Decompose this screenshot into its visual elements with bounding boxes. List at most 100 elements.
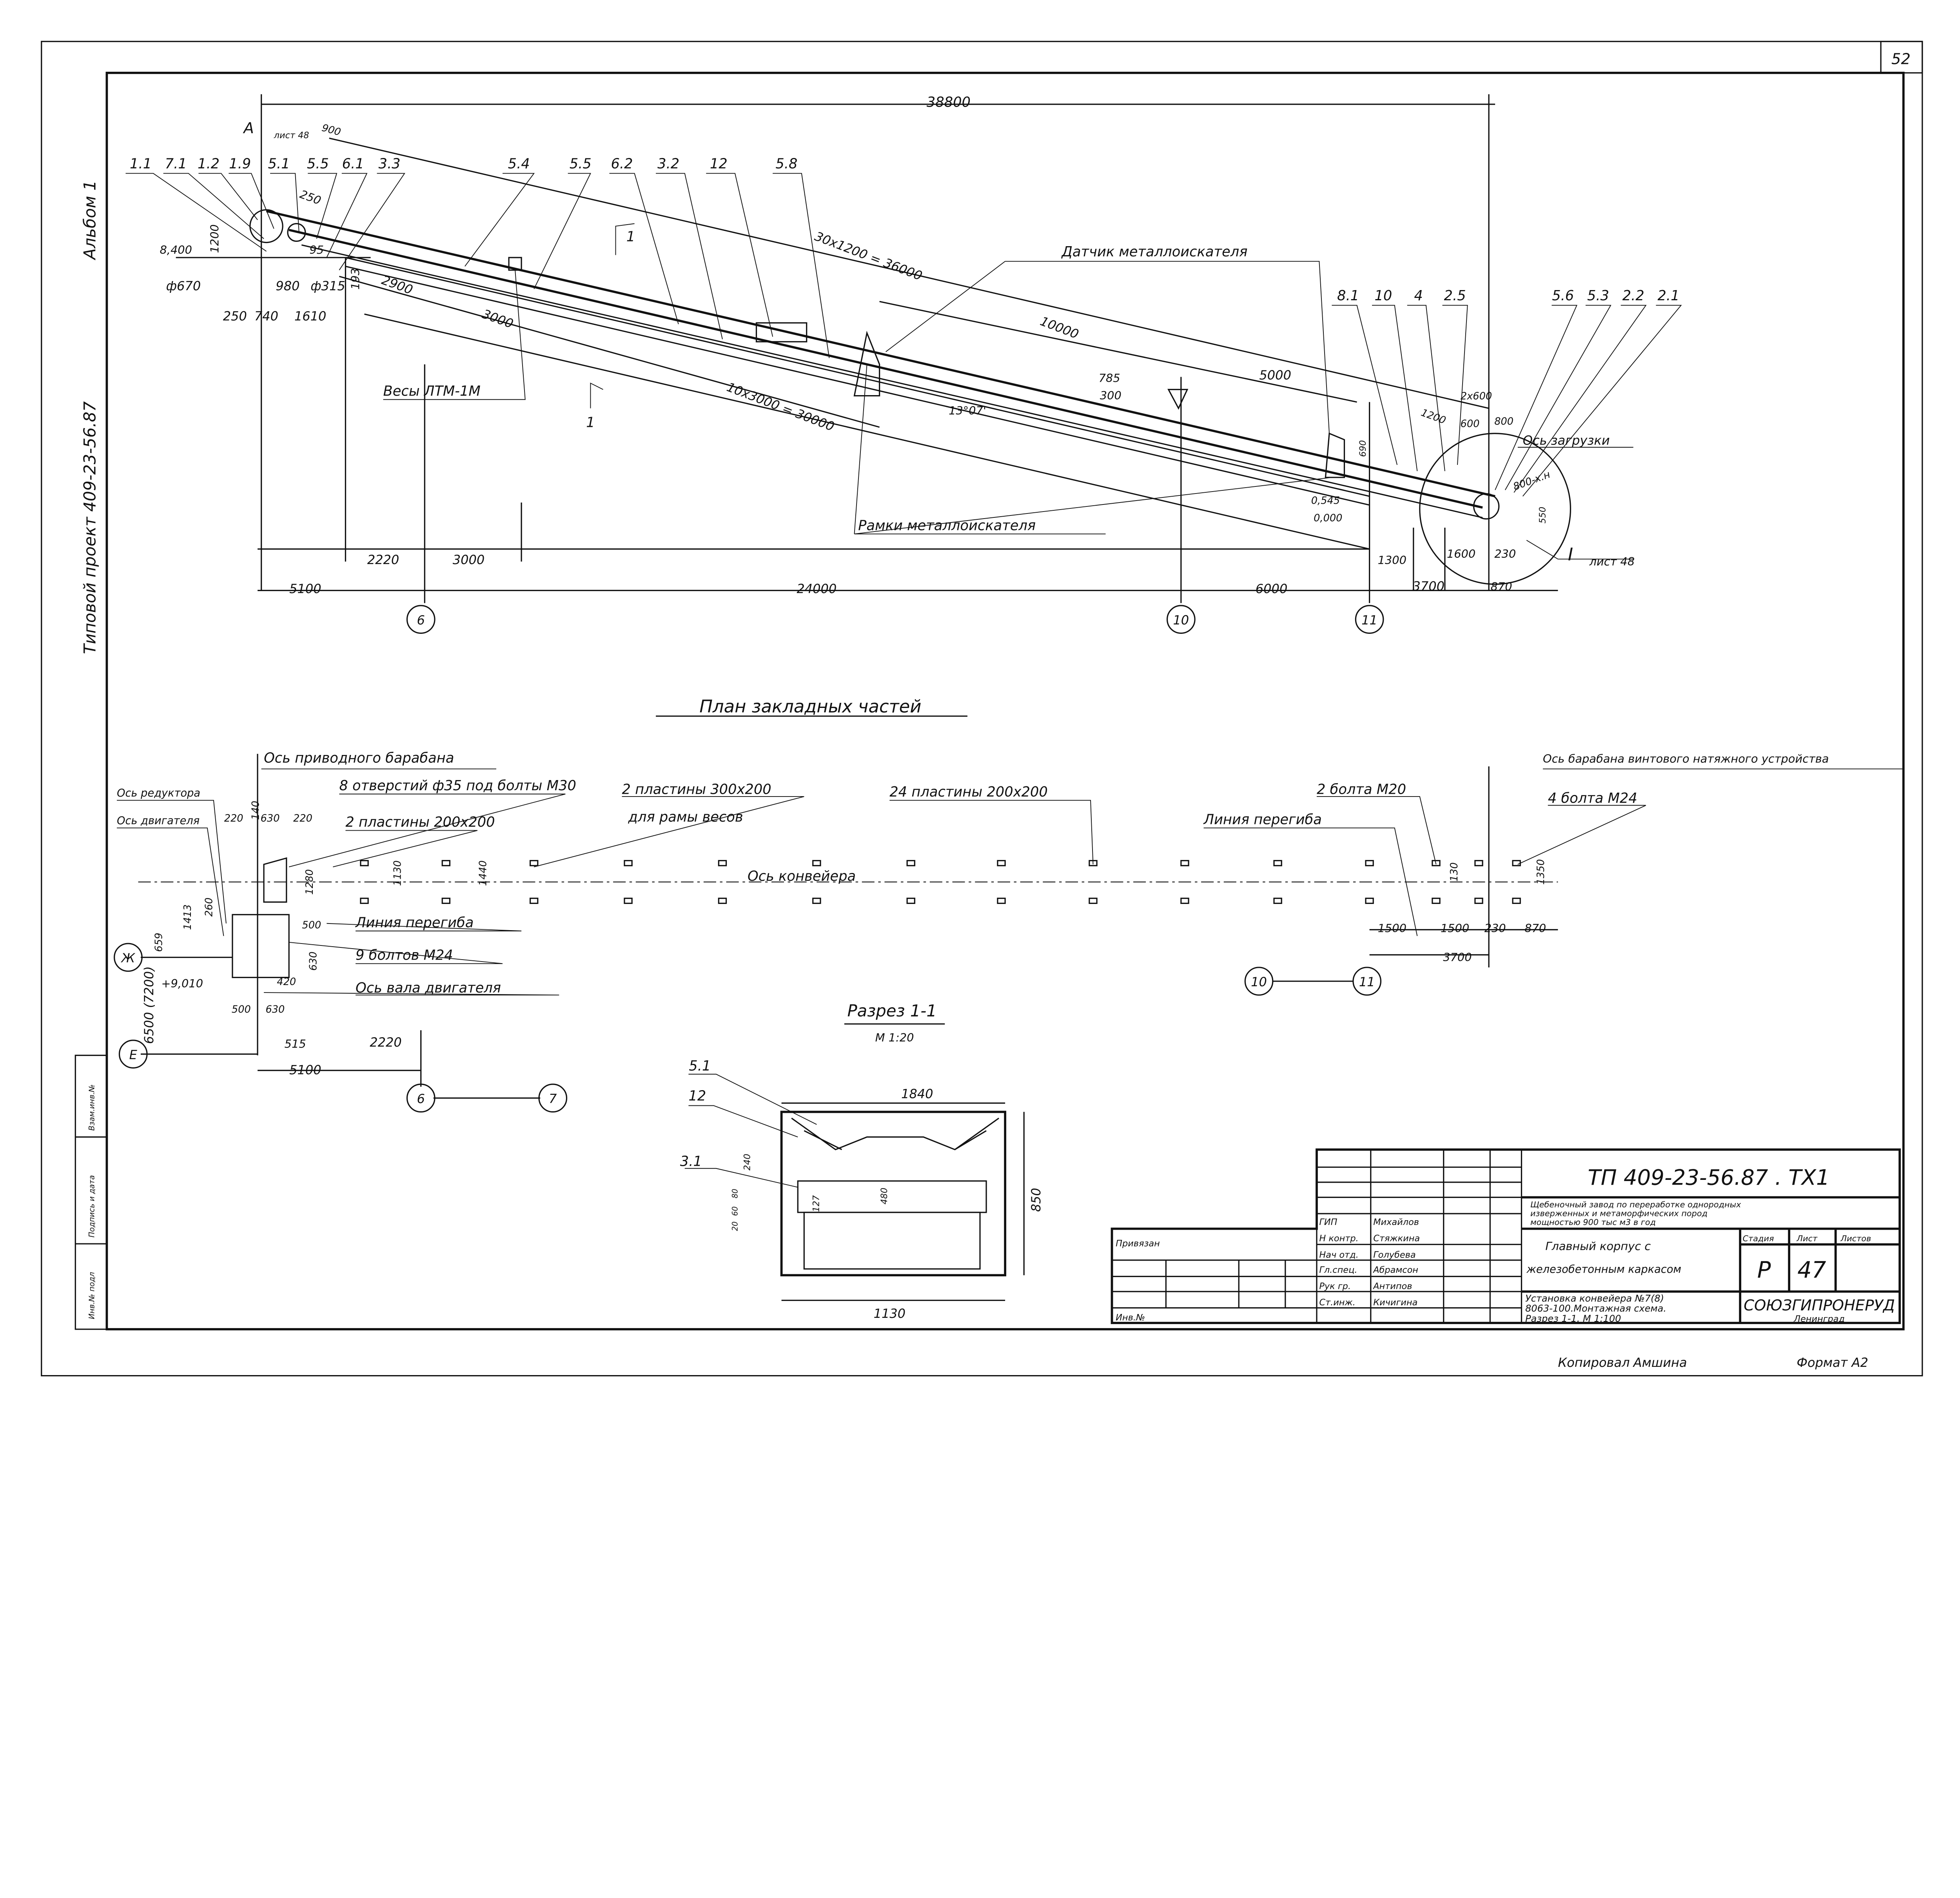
role-label: Нач отд. xyxy=(1319,1250,1358,1260)
stage-label: Стадия xyxy=(1742,1234,1774,1243)
embedded-plate xyxy=(1365,860,1374,866)
building-name: Главный корпус с xyxy=(1545,1239,1651,1253)
elevation-dimension: 870 xyxy=(1491,580,1512,593)
axis-label: Ж xyxy=(121,951,136,965)
position-mark: 5.1 xyxy=(689,1058,711,1074)
side-stamp-replaced-inv: Взам.инв.№ xyxy=(87,1084,96,1130)
axis-label: 6 xyxy=(417,1091,425,1106)
elevation-dimension: 13°07' xyxy=(949,404,986,417)
signer-name: Кичигина xyxy=(1373,1297,1417,1308)
axis-label: 7 xyxy=(549,1091,557,1106)
position-mark: 1.2 xyxy=(198,156,220,172)
view-sheet-label: лист 48 xyxy=(274,131,309,141)
embedded-plate xyxy=(1180,860,1189,866)
plan-dimension: 630 xyxy=(261,813,280,824)
embedded-plate xyxy=(906,860,915,866)
signer-name: Стяжкина xyxy=(1373,1234,1420,1244)
section-1-1-drawing xyxy=(684,1023,1025,1301)
elevation-dimension: 1200 xyxy=(208,224,221,253)
elevation-dimension: 24000 xyxy=(797,581,837,596)
side-stamp-signature-date: Подпись и дата xyxy=(87,1175,96,1238)
elevation-dimension: ф670 xyxy=(166,278,201,293)
sheets-label: Листов xyxy=(1840,1234,1871,1243)
signer-name: Абрамсон xyxy=(1372,1265,1418,1275)
position-mark: 2.1 xyxy=(1657,288,1679,304)
plan-dimension: 420 xyxy=(277,976,296,988)
elevation-dimension: 95 xyxy=(309,243,324,256)
loading-axis-note: Ось загрузки xyxy=(1523,433,1610,448)
plan-dimension: 630 xyxy=(265,1003,285,1015)
signer-name: Антипов xyxy=(1372,1281,1412,1291)
album-label: Альбом 1 xyxy=(80,180,100,261)
embedded-plate xyxy=(718,898,727,904)
elevation-dimension: 3700 xyxy=(1412,579,1445,593)
title-block-grid xyxy=(1111,1148,1901,1324)
plan-note: Ось редуктора xyxy=(117,787,200,799)
position-mark: 5.6 xyxy=(1552,288,1574,304)
project-label: Типовой проект 409-23-56.87 xyxy=(80,401,100,654)
inv-no-label: Инв.№ xyxy=(1116,1313,1145,1323)
position-mark: 8.1 xyxy=(1337,288,1359,304)
plan-note: 24 пластины 200x200 xyxy=(889,784,1048,800)
position-mark: 4 xyxy=(1414,288,1423,304)
plan-note: Линия перегиба xyxy=(1203,812,1322,828)
plan-dimension: 220 xyxy=(293,813,312,824)
embedded-plate xyxy=(1365,898,1374,904)
position-mark: 6.2 xyxy=(611,156,633,172)
plan-dimension: 659 xyxy=(153,933,165,952)
elevation-dimension: 5100 xyxy=(289,581,321,596)
plan-dimension: 500 xyxy=(232,1003,251,1015)
elevation-dimension: 5000 xyxy=(1259,368,1291,383)
plan-note: 2 пластины 300x200 xyxy=(622,782,771,798)
embedded-plate xyxy=(1273,898,1282,904)
plan-dimension: 1413 xyxy=(182,904,194,930)
detail-mark: I xyxy=(1568,544,1573,564)
elevation-dimension: ф315 xyxy=(310,278,345,293)
axis-marker-circles-plan xyxy=(114,943,1382,1113)
conveyor-elevation xyxy=(125,94,1682,603)
elevation-dimension: 8,400 xyxy=(160,243,192,256)
elevation-dimension: 250 xyxy=(223,308,247,323)
embedded-plate xyxy=(1089,898,1098,904)
plan-dimension: 220 xyxy=(224,813,243,824)
drawing-code: ТП 409-23-56.87 . ТХ1 xyxy=(1588,1165,1829,1190)
embedded-plate xyxy=(906,898,915,904)
plan-note: Ось барабана винтового натяжного устройс… xyxy=(1543,752,1829,766)
plan-dimension: 3700 xyxy=(1443,951,1472,964)
elevation-dimension: 1300 xyxy=(1378,553,1406,567)
side-stamp-inv-original: Инв.№ подл xyxy=(87,1272,96,1319)
section-mark: 1 xyxy=(586,415,595,431)
axis-label: 11 xyxy=(1361,613,1377,628)
sheet-title: Разрез 1-1. М 1:100 xyxy=(1525,1313,1621,1324)
elevation-dimension: 690 xyxy=(1358,440,1368,457)
position-mark: 5.8 xyxy=(775,156,797,172)
elevation-dimension: 0,545 xyxy=(1311,495,1340,506)
page-number-box xyxy=(1880,41,1923,74)
position-mark: 10 xyxy=(1374,288,1392,304)
embedded-plate xyxy=(1512,898,1521,904)
section-mark: 1 xyxy=(626,229,635,245)
section-dimension: 240 xyxy=(742,1154,752,1170)
role-label: Рук гр. xyxy=(1319,1281,1351,1291)
plan-note: Ось двигателя xyxy=(117,815,200,827)
position-mark: 5.5 xyxy=(307,156,329,172)
elevation-dimension: 1200 xyxy=(1419,407,1448,426)
embedded-plates xyxy=(360,860,1521,904)
elevation-dimension: 30x1200 = 36000 xyxy=(813,229,924,283)
elevation-dimension: 2900 xyxy=(380,272,415,298)
plan-note: 2 болта М20 xyxy=(1317,782,1406,798)
plan-dimension: 870 xyxy=(1524,922,1546,935)
section-scale: М 1:20 xyxy=(875,1031,914,1044)
elevation-dimension: 0,000 xyxy=(1314,512,1342,524)
project-description: изверженных и метаморфических пород xyxy=(1530,1209,1708,1218)
elevation-dimension: 600 xyxy=(1461,418,1480,430)
plan-dimension: 260 xyxy=(203,898,215,917)
elevation-dimension: 900 xyxy=(321,122,342,138)
plan-dimension: 6500 (7200) xyxy=(142,966,156,1044)
elevation-dimension: 193 xyxy=(349,268,362,290)
elevation-dimension: 800-х.н xyxy=(1512,469,1552,493)
embedded-plate xyxy=(529,898,539,904)
embedded-plate xyxy=(1180,898,1189,904)
role-label: Н контр. xyxy=(1319,1234,1358,1244)
sheet-value: 47 xyxy=(1797,1257,1826,1283)
